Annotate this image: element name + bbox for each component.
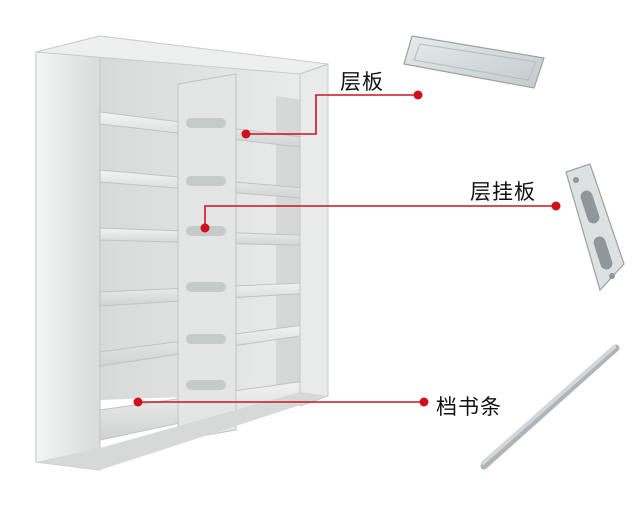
- callout-dot: [551, 201, 561, 211]
- shelf-board-part: [403, 35, 545, 89]
- callout-line-shelf-board: [246, 94, 418, 135]
- callout-lines: [138, 94, 556, 403]
- callout-line-shelf-hanger: [204, 205, 556, 228]
- shelf-hanger-part: [565, 163, 625, 292]
- label-shelf-hanger: 层挂板: [470, 180, 536, 204]
- callout-dot: [133, 397, 143, 407]
- book-rail-part: [480, 344, 620, 470]
- label-shelf-board: 层板: [340, 70, 384, 94]
- center-upright: [177, 73, 237, 441]
- callout-dots: [133, 90, 561, 407]
- callout-dot: [200, 223, 210, 233]
- cabinet-base: [36, 392, 328, 470]
- cabinet-right-edge: [299, 63, 329, 407]
- callout-dot: [241, 129, 251, 139]
- callout-dot: [419, 397, 429, 407]
- callout-dot: [413, 90, 423, 100]
- label-book-rail: 档书条: [436, 395, 502, 419]
- cabinet-left-side: [35, 35, 101, 471]
